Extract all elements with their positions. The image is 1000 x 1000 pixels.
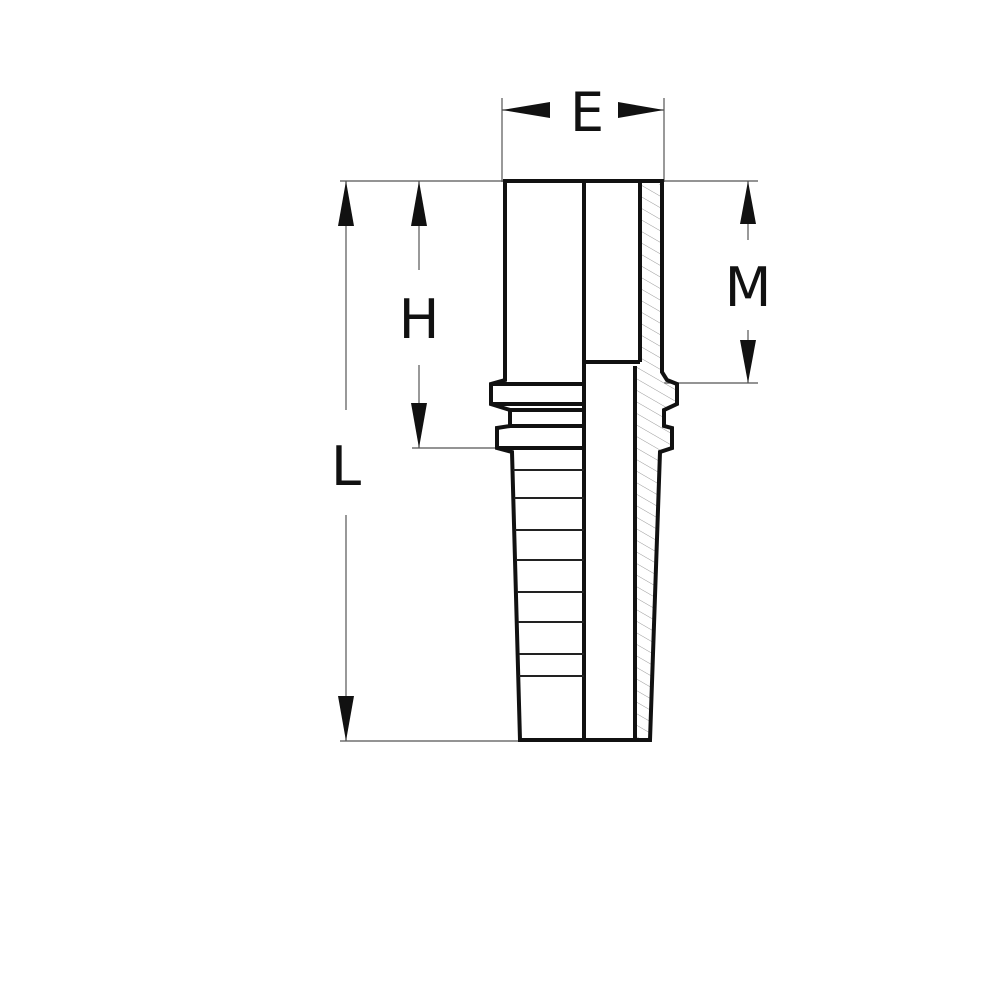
dimension-e: E [501,81,665,182]
label-m: M [725,256,772,319]
fitting-outline [489,179,679,742]
label-l: L [331,435,361,498]
fitting-body [489,179,679,742]
label-e: E [570,81,604,144]
arrowhead [618,102,664,118]
arrowhead [338,181,354,226]
dimension-l: L [331,180,520,742]
arrowhead [411,403,427,448]
hose-barbs [513,469,584,677]
dimension-h: H [399,181,495,449]
arrowhead [338,696,354,741]
arrowhead [411,181,427,226]
arrowhead [740,181,756,224]
arrowhead [502,102,550,118]
arrowhead [740,340,756,383]
label-h: H [399,288,440,351]
dimension-m: M [664,180,772,384]
hatched-section [635,184,677,740]
